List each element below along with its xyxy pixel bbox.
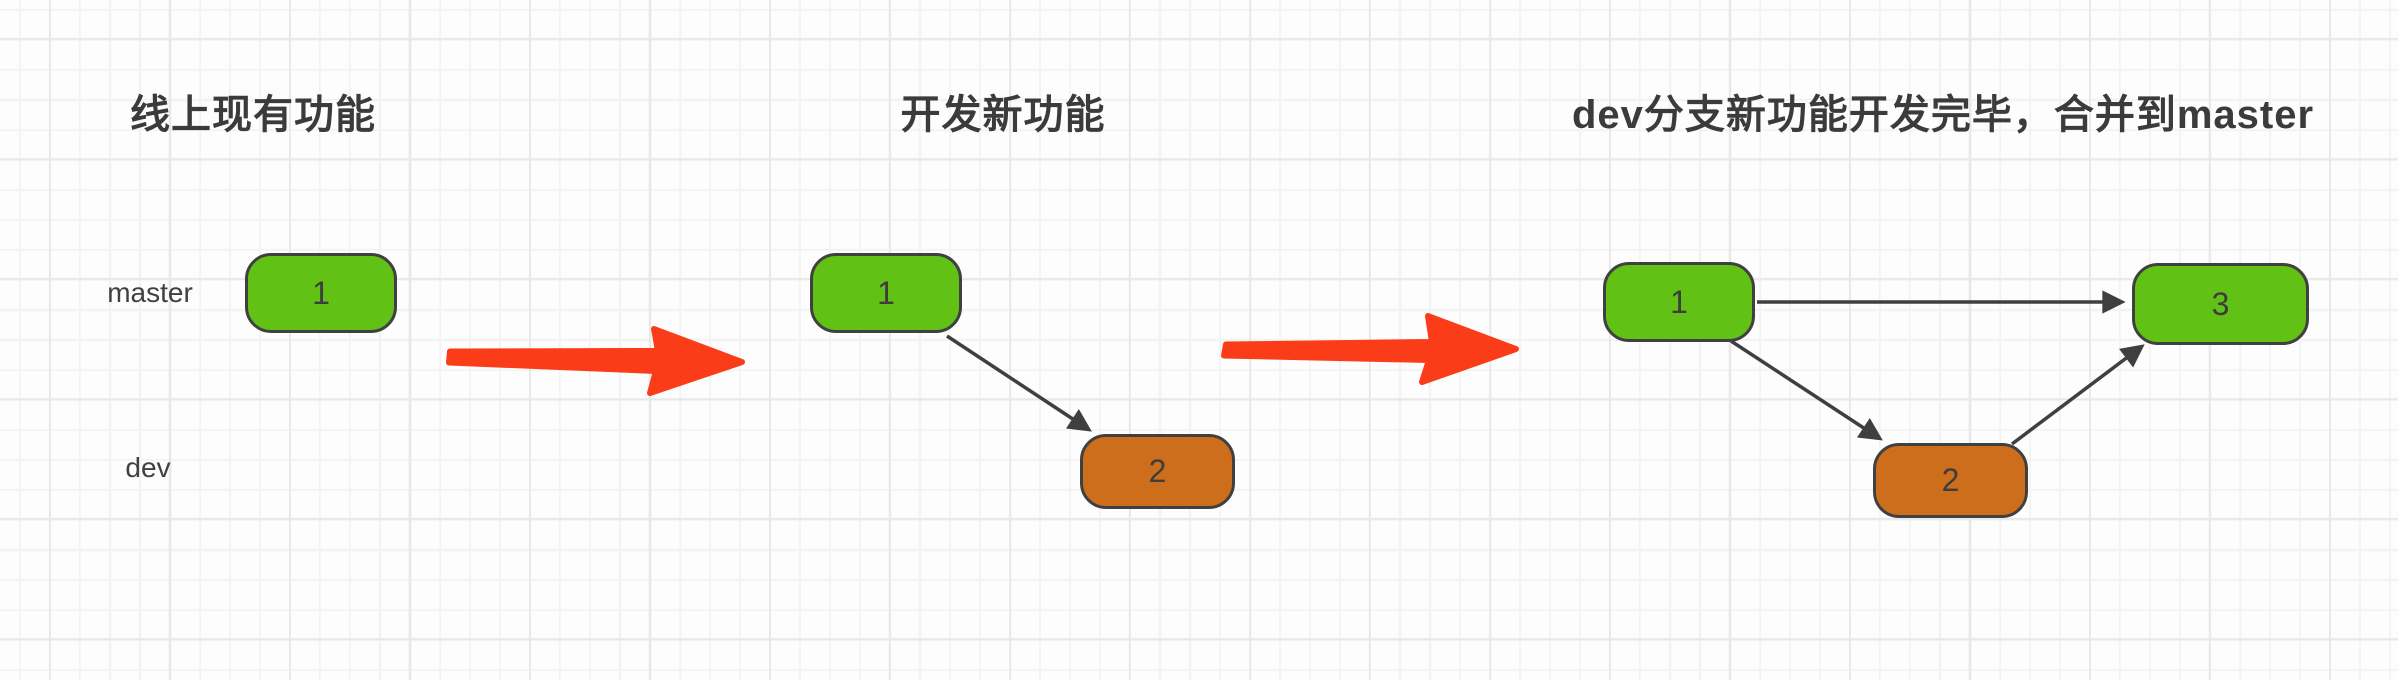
commit-node-label: 2: [1148, 453, 1167, 489]
commit-node-label: 2: [1941, 462, 1960, 498]
edge-stage3-2-to-3: [2010, 344, 2145, 446]
commit-node-label: 1: [877, 274, 895, 311]
transition-arrow-2-icon: [1221, 313, 1519, 385]
commit-node-label: 1: [1670, 283, 1688, 320]
commit-node-stage3-1: 1: [1603, 262, 1755, 342]
branch-label-dev: dev: [125, 452, 171, 483]
stage-1-title: 线上现有功能: [130, 93, 376, 137]
stage-3-title: dev分支新功能开发完毕，合并到master: [1571, 93, 2315, 137]
commit-node-stage2-1: 1: [810, 253, 962, 333]
commit-node-label: 3: [2211, 285, 2230, 322]
commit-node-label: 1: [312, 274, 330, 311]
branch-label-master: master: [107, 277, 193, 308]
commit-node-stage3-3: 3: [2132, 263, 2309, 345]
commit-node-stage3-2: 2: [1873, 443, 2028, 518]
edge-stage2-1-to-2: [946, 334, 1092, 432]
edge-stage3-1-to-2: [1730, 339, 1883, 441]
commit-node-stage1-1: 1: [245, 253, 397, 333]
commit-node-stage2-2: 2: [1080, 434, 1235, 509]
stage-2-title: 开发新功能: [900, 93, 1106, 137]
transition-arrow-1-icon: [446, 326, 745, 396]
